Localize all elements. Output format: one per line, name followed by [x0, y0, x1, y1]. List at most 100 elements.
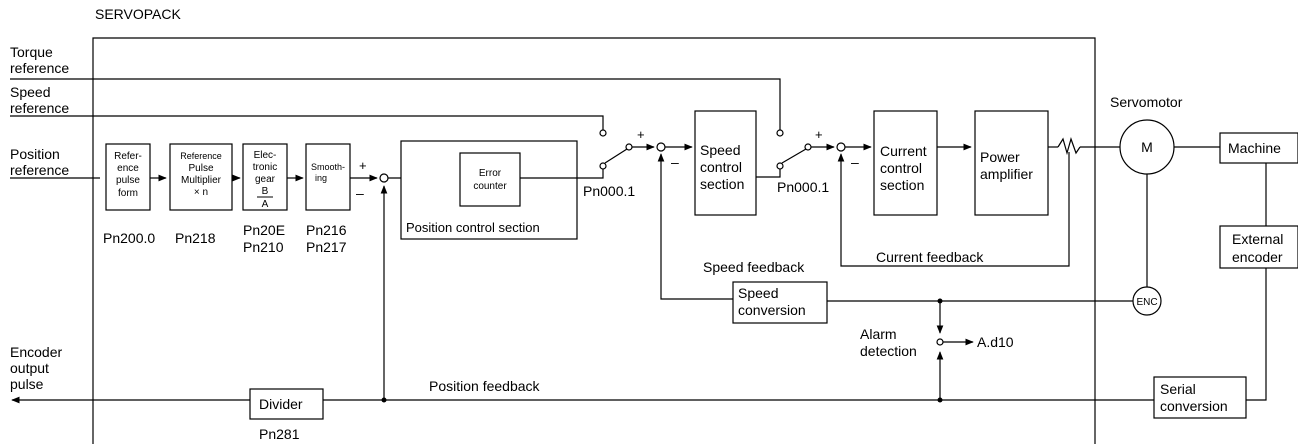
- param-pn210: Pn210: [243, 239, 284, 255]
- svg-text:Refer-: Refer-: [114, 151, 142, 162]
- servopack-label: SERVOPACK: [95, 6, 182, 22]
- alarm-detection-node: [936, 338, 944, 346]
- svg-text:counter: counter: [473, 181, 507, 192]
- param-pn217: Pn217: [306, 239, 347, 255]
- svg-text:Current: Current: [880, 143, 927, 159]
- alarm-code: A.d10: [977, 334, 1014, 350]
- motor-symbol: M: [1141, 139, 1153, 155]
- svg-text:section: section: [700, 176, 744, 192]
- svg-text:pulse: pulse: [10, 376, 44, 392]
- svg-text:Position control section: Position control section: [406, 220, 540, 235]
- svg-text:output: output: [10, 360, 49, 376]
- param-pn218: Pn218: [175, 230, 216, 246]
- speed-reference-label: Speed reference: [10, 84, 69, 116]
- svg-text:–: –: [356, 185, 364, 201]
- torque-mode-switch: [776, 129, 812, 170]
- machine-block: Machine: [1219, 132, 1298, 164]
- svg-text:Power: Power: [980, 149, 1020, 165]
- speed-conversion-block: Speed conversion: [732, 281, 828, 324]
- svg-text:+: +: [359, 158, 367, 173]
- svg-text:form: form: [118, 188, 138, 199]
- speed-output-line: [756, 168, 781, 178]
- svg-text:Encoder: Encoder: [10, 344, 62, 360]
- svg-text:Multiplier: Multiplier: [181, 175, 222, 186]
- gear-numerator: B: [262, 186, 269, 197]
- svg-text:pulse: pulse: [116, 175, 140, 186]
- param-pn000-torque: Pn000.1: [777, 179, 829, 195]
- torque-reference-line: [10, 78, 781, 130]
- electronic-gear-block: Elec- tronic gear B A: [242, 143, 288, 211]
- svg-text:encoder: encoder: [1232, 249, 1283, 265]
- power-amplifier-block: Power amplifier: [974, 110, 1049, 216]
- speed-summing-junction: [656, 142, 666, 152]
- alarm-detection-label-2: detection: [860, 343, 917, 359]
- param-pn20e: Pn20E: [243, 222, 285, 238]
- svg-text:–: –: [671, 154, 679, 170]
- svg-text:control: control: [700, 159, 742, 175]
- svg-text:ing: ing: [315, 173, 327, 183]
- gear-denominator: A: [262, 199, 269, 210]
- svg-text:amplifier: amplifier: [980, 166, 1033, 182]
- svg-text:× n: × n: [194, 187, 208, 198]
- position-feedback-label: Position feedback: [429, 378, 541, 394]
- svg-text:+: +: [637, 127, 645, 142]
- param-pn200: Pn200.0: [103, 230, 155, 246]
- svg-text:reference: reference: [10, 162, 69, 178]
- svg-text:Position: Position: [10, 146, 60, 162]
- param-pn281: Pn281: [259, 426, 300, 442]
- svg-text:tronic: tronic: [253, 162, 277, 173]
- alarm-detection-label-1: Alarm: [860, 326, 897, 342]
- position-output-line: [520, 168, 604, 179]
- current-sensor: [1057, 137, 1081, 156]
- servopack-frame: [92, 37, 1096, 444]
- svg-text:conversion: conversion: [738, 302, 806, 318]
- svg-text:Serial: Serial: [1160, 381, 1196, 397]
- current-summing-junction: [836, 142, 846, 152]
- svg-text:conversion: conversion: [1160, 398, 1228, 414]
- current-feedback-line: [837, 152, 1070, 267]
- servomotor-label: Servomotor: [1110, 94, 1183, 110]
- current-feedback-label: Current feedback: [876, 249, 984, 265]
- svg-text:section: section: [880, 177, 924, 193]
- svg-text:Pulse: Pulse: [188, 163, 213, 174]
- divider-block: Divider: [249, 388, 324, 420]
- torque-reference-label: Torque reference: [10, 44, 69, 76]
- svg-text:control: control: [880, 160, 922, 176]
- reference-pulse-multiplier-block: Reference Pulse Multiplier × n: [169, 143, 233, 211]
- encoder-symbol: ENC: [1136, 297, 1157, 308]
- svg-text:Divider: Divider: [259, 396, 303, 412]
- svg-text:Elec-: Elec-: [254, 150, 277, 161]
- reference-pulse-form-block: Refer- ence pulse form: [105, 143, 151, 211]
- position-summing-junction: [379, 173, 389, 183]
- svg-text:Speed: Speed: [700, 142, 740, 158]
- svg-text:ence: ence: [117, 163, 139, 174]
- speed-mode-switch: [599, 129, 633, 170]
- svg-text:Error: Error: [479, 168, 502, 179]
- param-pn000-speed: Pn000.1: [583, 183, 635, 199]
- error-counter-block: Error counter: [459, 152, 521, 207]
- svg-text:External: External: [1232, 231, 1283, 247]
- svg-text:Speed: Speed: [738, 285, 778, 301]
- param-pn216: Pn216: [306, 222, 347, 238]
- svg-text:gear: gear: [255, 174, 276, 185]
- svg-text:+: +: [815, 127, 823, 142]
- svg-text:–: –: [851, 154, 859, 170]
- current-control-section: Current control section: [873, 110, 938, 216]
- speed-feedback-label: Speed feedback: [703, 259, 805, 275]
- svg-text:Machine: Machine: [1228, 140, 1281, 156]
- speed-feedback-line: [657, 153, 733, 300]
- external-encoder-block: External encoder: [1219, 225, 1298, 269]
- svg-text:reference: reference: [10, 60, 69, 76]
- svg-text:Reference: Reference: [180, 151, 222, 161]
- encoder-output-pulse-label: Encoder output pulse: [10, 344, 62, 392]
- speed-reference-line: [10, 115, 604, 130]
- position-reference-label: Position reference: [10, 146, 69, 178]
- serial-conversion-block: Serial conversion: [1153, 376, 1247, 419]
- speed-control-section: Speed control section: [694, 110, 757, 216]
- svg-text:reference: reference: [10, 100, 69, 116]
- svg-text:Torque: Torque: [10, 44, 53, 60]
- svg-text:Smooth-: Smooth-: [311, 162, 345, 172]
- svg-text:Speed: Speed: [10, 84, 50, 100]
- smoothing-block: Smooth- ing: [305, 143, 351, 211]
